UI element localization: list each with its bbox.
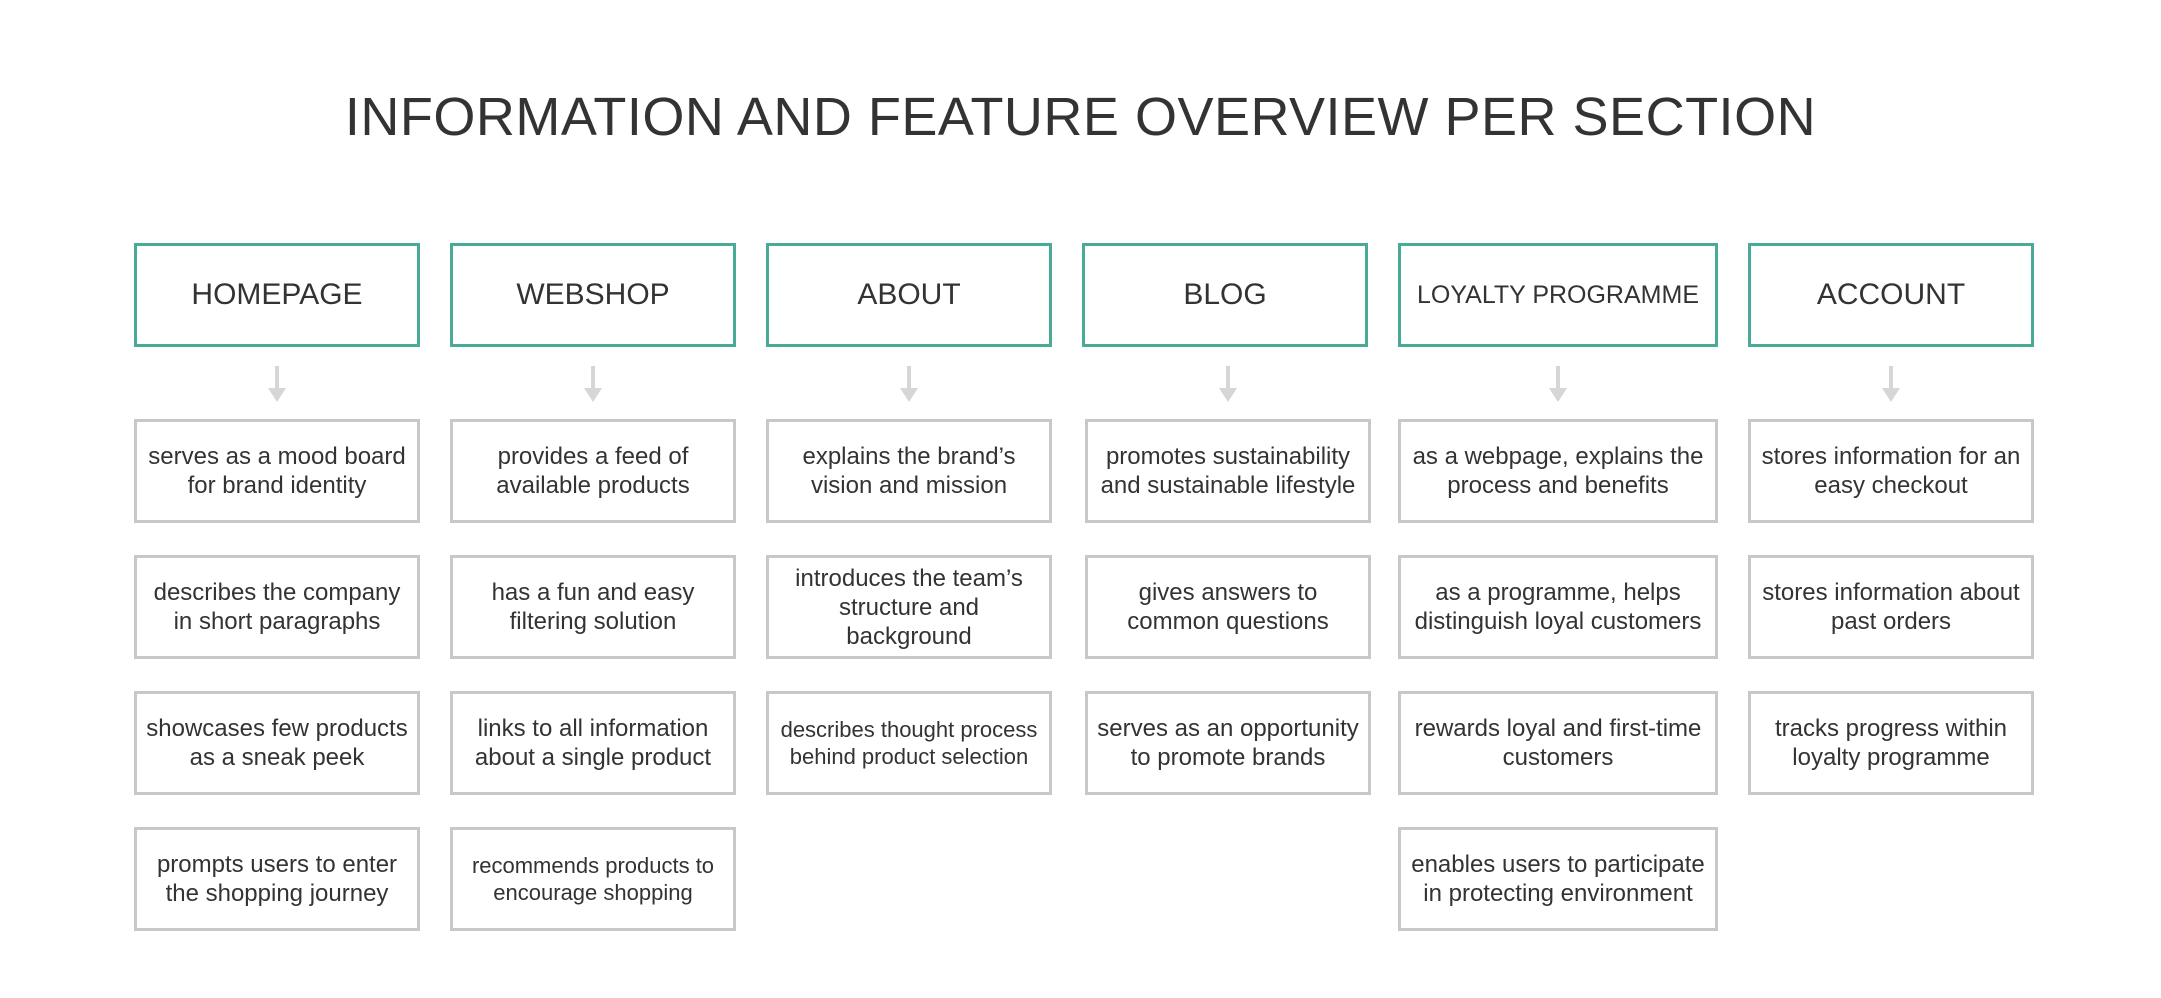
feature-box: promotes sustainability and sustainable … xyxy=(1085,419,1371,523)
diagram-title: INFORMATION AND FEATURE OVERVIEW PER SEC… xyxy=(344,87,1817,147)
section-heading-homepage: HOMEPAGE xyxy=(134,243,420,347)
feature-box: serves as a mood board for brand identit… xyxy=(134,419,420,523)
feature-box: prompts users to enter the shopping jour… xyxy=(134,827,420,931)
feature-box: describes the company in short paragraph… xyxy=(134,555,420,659)
section-heading-webshop: WEBSHOP xyxy=(450,243,736,347)
arrow-down-icon xyxy=(268,366,286,402)
arrow-down-icon xyxy=(1549,366,1567,402)
feature-box: stores information for an easy checkout xyxy=(1748,419,2034,523)
feature-box: tracks progress within loyalty programme xyxy=(1748,691,2034,795)
feature-box: recommends products to encourage shoppin… xyxy=(450,827,736,931)
feature-box: as a webpage, explains the process and b… xyxy=(1398,419,1718,523)
arrow-down-icon xyxy=(584,366,602,402)
arrow-down-icon xyxy=(900,366,918,402)
feature-box: describes thought process behind product… xyxy=(766,691,1052,795)
feature-box: gives answers to common questions xyxy=(1085,555,1371,659)
section-heading-loyalty-programme: LOYALTY PROGRAMME xyxy=(1398,243,1718,347)
section-heading-blog: BLOG xyxy=(1082,243,1368,347)
section-heading-account: ACCOUNT xyxy=(1748,243,2034,347)
feature-box: provides a feed of available products xyxy=(450,419,736,523)
arrow-down-icon xyxy=(1219,366,1237,402)
feature-box: explains the brand’s vision and mission xyxy=(766,419,1052,523)
feature-box: as a programme, helps distinguish loyal … xyxy=(1398,555,1718,659)
arrow-down-icon xyxy=(1882,366,1900,402)
feature-box: stores information about past orders xyxy=(1748,555,2034,659)
section-heading-about: ABOUT xyxy=(766,243,1052,347)
feature-box: enables users to participate in protecti… xyxy=(1398,827,1718,931)
feature-box: introduces the team’s structure and back… xyxy=(766,555,1052,659)
feature-box: links to all information about a single … xyxy=(450,691,736,795)
feature-box: has a fun and easy filtering solution xyxy=(450,555,736,659)
feature-box: rewards loyal and first-time customers xyxy=(1398,691,1718,795)
feature-box: serves as an opportunity to promote bran… xyxy=(1085,691,1371,795)
feature-box: showcases few products as a sneak peek xyxy=(134,691,420,795)
